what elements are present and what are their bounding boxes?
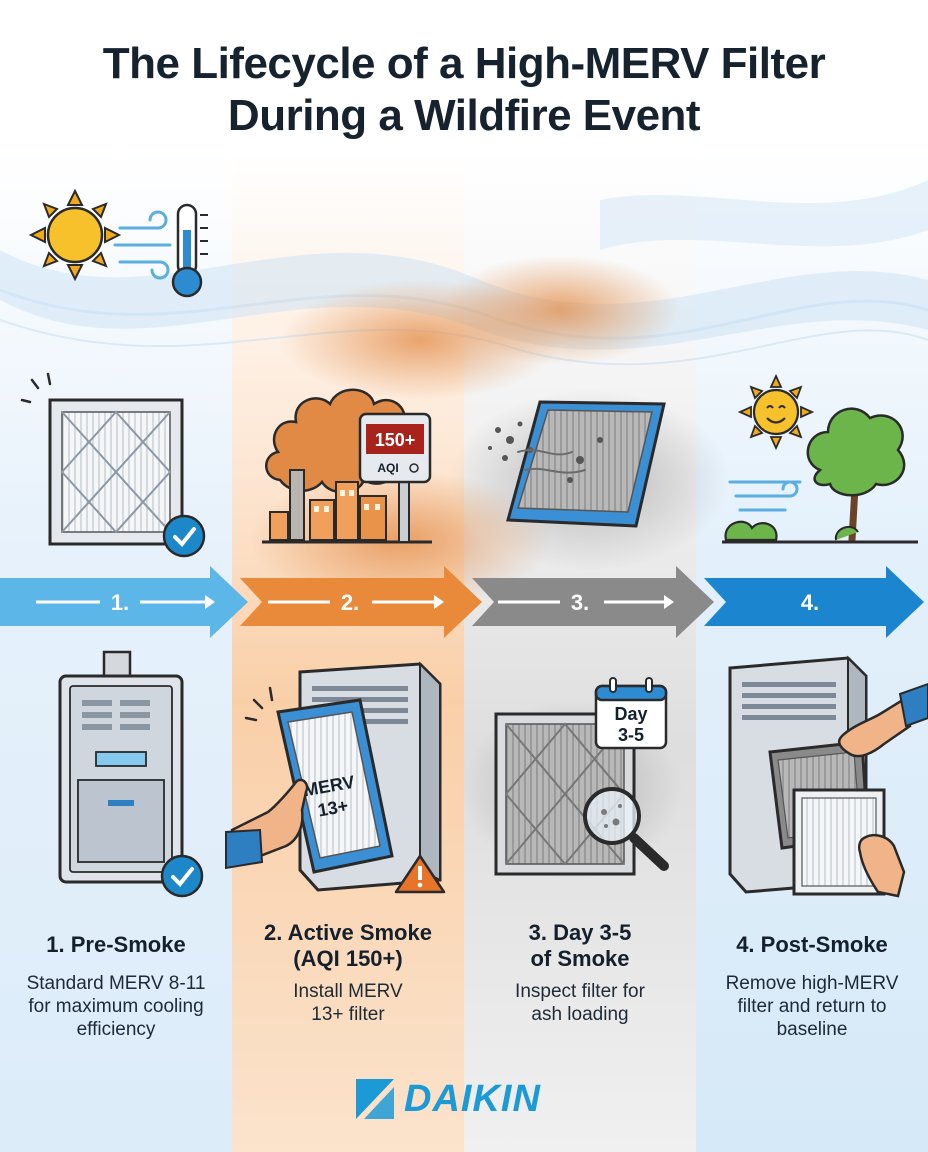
hand-icon-lower [857, 834, 906, 898]
step-1-title: 1. Pre-Smoke [0, 932, 232, 958]
title-line-1: The Lifecycle of a High-MERV Filter [102, 39, 826, 88]
calendar-line-2: 3-5 [618, 725, 644, 745]
step-3-title-line-1: 3. Day 3-5 [528, 920, 632, 945]
step-1-description: Standard MERV 8-11 for maximum cooling e… [26, 973, 206, 1040]
aqi-value-text: 150+ [375, 430, 416, 450]
check-icon-furnace [160, 854, 204, 898]
aqi-label-text: AQI [377, 461, 398, 475]
warning-icon [394, 854, 446, 894]
calendar-icon: Day 3-5 [594, 677, 668, 750]
tree-icon [722, 407, 918, 544]
arrow-step-3 [472, 566, 714, 638]
step-1-title-text: 1. Pre-Smoke [46, 932, 186, 957]
wind-icon [113, 210, 172, 280]
magnifier-icon [583, 787, 669, 871]
check-icon [162, 514, 206, 558]
step-4-description: Remove high-MERV filter and return to ba… [725, 973, 899, 1040]
arrow-step-4 [704, 566, 924, 638]
arrow-label-3: 3. [570, 590, 590, 615]
step-2-title-line-2: (AQI 150+) [293, 946, 403, 971]
city-icon [262, 469, 432, 544]
arrow-label-1: 1. [110, 590, 130, 615]
step-3-title-line-2: of Smoke [530, 946, 630, 971]
aqi-sign-icon: 150+ AQI [358, 412, 432, 543]
sun-icon [28, 188, 122, 282]
furnace-icon [58, 650, 184, 884]
step-2-title-line-1: 2. Active Smoke [264, 920, 432, 945]
merv-filter-icon: MERV 13+ [244, 686, 394, 874]
step-2-title: 2. Active Smoke (AQI 150+) [232, 920, 464, 972]
arrow-step-2 [240, 566, 482, 638]
step-4-title-text: 4. Post-Smoke [736, 932, 888, 957]
arrow-label-2: 2. [340, 590, 360, 615]
thermometer-icon [171, 203, 208, 298]
daikin-logo-text: DAIKIN [404, 1077, 541, 1120]
wind-icon-post [728, 480, 802, 512]
step-4-title: 4. Post-Smoke [696, 932, 928, 958]
step-3-description: Inspect filter for ash loading [515, 981, 645, 1025]
clean-filter-icon [20, 372, 184, 546]
daikin-logo: DAIKIN [354, 1072, 584, 1126]
step-3-title: 3. Day 3-5 of Smoke [464, 920, 696, 972]
step-2-description: Install MERV 13+ filter [293, 981, 403, 1025]
daikin-logo-mark-icon [356, 1079, 394, 1119]
dirty-filter-icon [488, 400, 666, 528]
arrow-label-4: 4. [800, 590, 820, 615]
hand-icon-upper [838, 682, 928, 758]
title-line-2: During a Wildfire Event [227, 91, 701, 140]
calendar-line-1: Day [614, 704, 647, 724]
smiling-sun-icon [737, 373, 815, 451]
page-title: The Lifecycle of a High-MERV Filter Duri… [0, 38, 928, 142]
hand-icon [225, 778, 309, 870]
arrow-step-1 [0, 566, 248, 638]
